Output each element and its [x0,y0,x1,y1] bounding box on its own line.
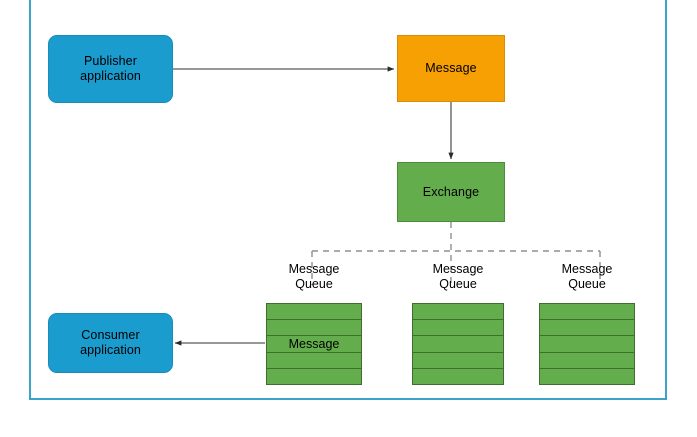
queue-2-cell-3[interactable] [413,336,503,353]
queue-3-stack[interactable] [539,303,635,385]
queue-1-cell-5[interactable] [267,369,361,384]
exchange-node-label: Exchange [422,184,480,199]
queue-2-cell-4[interactable] [413,353,503,369]
queue-1-stack[interactable]: Message [266,303,362,385]
queue-2-cell-2[interactable] [413,320,503,337]
queue-1-label-line2: Queue [295,277,333,291]
exchange-node[interactable]: Exchange [397,162,505,222]
publisher-label-line1: Publisher [83,54,137,68]
queue-2-cell-5[interactable] [413,369,503,384]
queue-1-cell-1[interactable] [267,304,361,321]
publisher-application-label: Publisher application [80,54,141,84]
queue-3-cell-4[interactable] [540,353,634,369]
queue-1-cell-3[interactable]: Message [267,336,361,353]
diagram-frame [29,0,667,400]
queue-3-label-line2: Queue [568,277,606,291]
consumer-application-label: Consumer application [80,328,141,358]
queue-2-label: Message Queue [412,262,504,292]
message-node[interactable]: Message [397,35,505,102]
publisher-label-line2: application [80,69,141,83]
queue-3-label-line1: Message [561,262,613,276]
queue-1-label-line1: Message [288,262,340,276]
queue-1-cell-2[interactable] [267,320,361,337]
message-node-label: Message [425,61,477,75]
queue-1-label: Message Queue [266,262,362,292]
queue-3-label: Message Queue [539,262,635,292]
publisher-application-node[interactable]: Publisher application [48,35,173,103]
consumer-label-line1: Consumer [81,328,140,342]
consumer-application-node[interactable]: Consumer application [48,313,173,373]
queue-3-cell-2[interactable] [540,320,634,337]
consumer-label-line2: application [80,343,141,357]
queue-3-cell-3[interactable] [540,336,634,353]
queue-3-cell-5[interactable] [540,369,634,384]
queue-2-label-line1: Message [432,262,484,276]
queue-2-label-line2: Queue [439,277,477,291]
queue-2-stack[interactable] [412,303,504,385]
queue-1-cell-4[interactable] [267,353,361,369]
queue-3-cell-1[interactable] [540,304,634,321]
queue-2-cell-1[interactable] [413,304,503,321]
